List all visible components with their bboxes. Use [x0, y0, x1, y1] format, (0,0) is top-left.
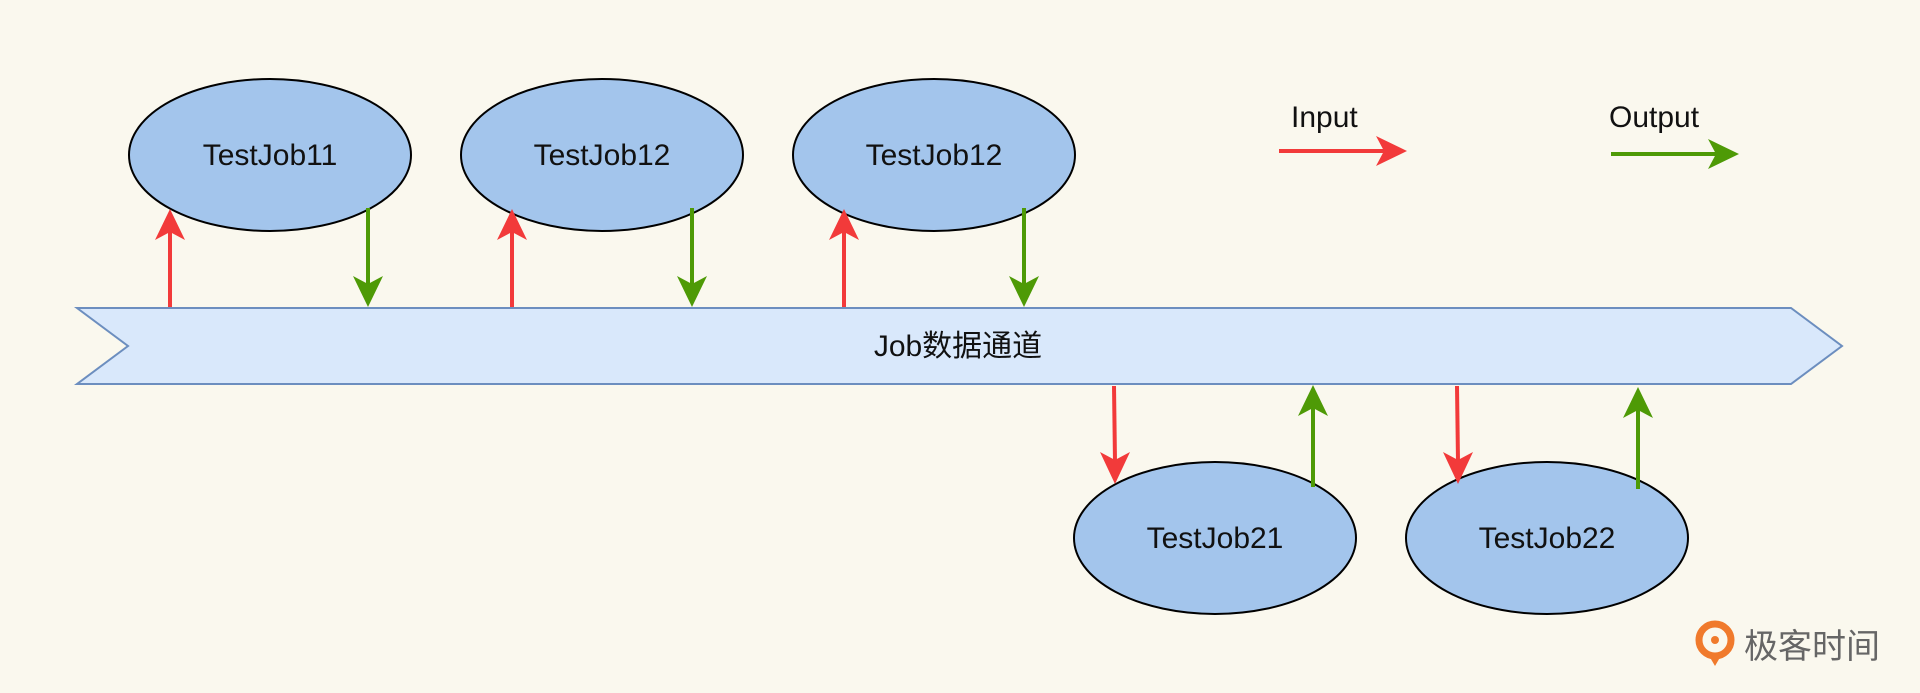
channel-band [73, 307, 1844, 385]
input-arrow [1443, 385, 1473, 484]
job-node-testjob12-second: TestJob12 [792, 78, 1076, 232]
job-label: TestJob12 [534, 139, 671, 172]
job-ellipse [1405, 461, 1689, 615]
watermark-text: 极客时间 [1744, 627, 1880, 667]
legend: Input Output [1279, 101, 1739, 169]
input-arrow [497, 209, 527, 307]
output-arrow [1623, 387, 1653, 489]
job-label: TestJob12 [866, 139, 1003, 172]
job-node-testjob21: TestJob21 [1073, 461, 1357, 615]
legend-output-label: Output [1609, 101, 1700, 134]
channel-label: Job数据通道 [874, 330, 1042, 363]
input-arrow [155, 209, 185, 307]
output-arrow [353, 208, 383, 307]
output-arrow [1298, 385, 1328, 487]
job-ellipse [460, 78, 744, 232]
job-ellipse [1073, 461, 1357, 615]
job-ellipse [792, 78, 1076, 232]
job-node-testjob12: TestJob12 [460, 78, 744, 232]
job-label: TestJob21 [1147, 522, 1284, 555]
watermark: 极客时间 [1695, 620, 1880, 667]
job-ellipse [128, 78, 412, 232]
legend-output-arrow [1611, 139, 1739, 169]
output-arrow [677, 208, 707, 307]
input-arrow [829, 209, 859, 307]
legend-input-arrow [1279, 136, 1407, 166]
job-label: TestJob11 [203, 139, 338, 172]
job-node-testjob11: TestJob11 [128, 78, 412, 232]
output-arrow [1009, 208, 1039, 307]
input-arrow [1100, 385, 1130, 484]
job-node-testjob22: TestJob22 [1405, 461, 1689, 615]
legend-input-label: Input [1291, 101, 1358, 134]
data-channel: Job数据通道 [73, 307, 1844, 385]
job-label: TestJob22 [1479, 522, 1616, 555]
geektime-logo-icon [1695, 620, 1735, 666]
